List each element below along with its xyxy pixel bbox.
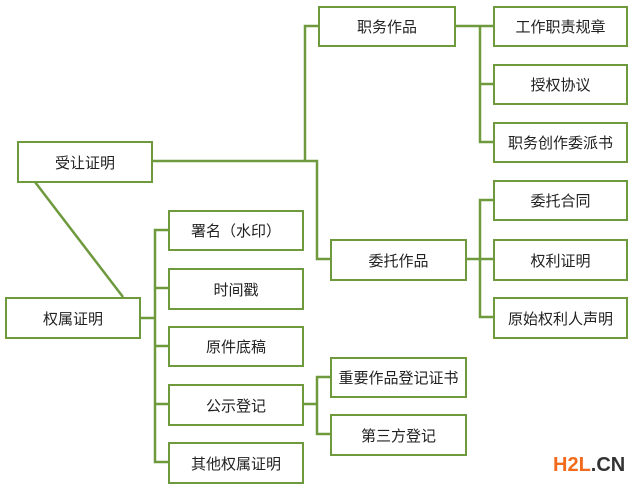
node-rights-proof: 权利证明 [493, 239, 628, 281]
node-label: 受让证明 [54, 153, 115, 172]
watermark-part2: .CN [590, 454, 626, 476]
node-label: 委托作品 [368, 251, 429, 270]
node-ownership-proof: 权属证明 [5, 297, 141, 339]
node-label: 第三方登记 [360, 426, 436, 445]
node-original-owner-statement: 原始权利人声明 [493, 297, 628, 339]
node-label: 署名（水印） [190, 222, 281, 240]
node-timestamp: 时间戳 [168, 268, 304, 310]
node-label: 原始权利人声明 [507, 309, 613, 328]
node-registration-certificate: 重要作品登记证书 [330, 357, 467, 398]
node-public-registration: 公示登记 [168, 384, 304, 426]
watermark-part1: H2L [553, 454, 591, 476]
node-label: 授权协议 [530, 76, 591, 94]
node-transfer-proof: 受让证明 [17, 141, 153, 183]
node-label: 职务创作委派书 [507, 134, 613, 152]
node-label: 权利证明 [530, 251, 591, 270]
node-signature-watermark: 署名（水印） [168, 210, 304, 251]
node-label: 公示登记 [205, 396, 266, 415]
node-label: 工作职责规章 [515, 18, 606, 36]
node-third-party-registration: 第三方登记 [330, 414, 467, 456]
node-label: 原件底稿 [205, 338, 266, 356]
node-authorization-agreement: 授权协议 [493, 64, 628, 105]
node-work-for-hire: 职务作品 [318, 6, 456, 47]
node-label: 重要作品登记证书 [338, 369, 459, 387]
node-job-rules: 工作职责规章 [493, 6, 628, 47]
node-label: 其他权属证明 [190, 454, 281, 473]
node-commission-contract: 委托合同 [493, 180, 628, 221]
node-original-draft: 原件底稿 [168, 326, 304, 367]
node-commissioned-work: 委托作品 [330, 239, 467, 281]
node-other-ownership-proof: 其他权属证明 [168, 442, 304, 484]
node-label: 权属证明 [42, 309, 103, 328]
watermark-logo: H2L.CN [553, 454, 625, 477]
node-label: 时间戳 [213, 280, 259, 299]
node-job-assignment-letter: 职务创作委派书 [493, 122, 628, 163]
node-label: 委托合同 [530, 192, 591, 210]
node-label: 职务作品 [356, 18, 417, 36]
